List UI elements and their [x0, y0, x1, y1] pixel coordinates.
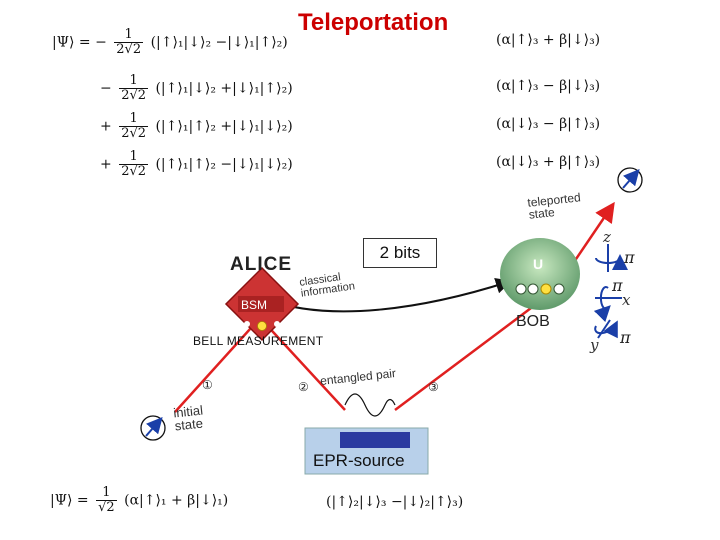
bob-state-row-4: (α|↓⟩₃ + β|↑⟩₃) — [496, 154, 601, 170]
psi-lhs: |Ψ⟩ = − — [52, 34, 107, 51]
particle-3-label: ③ — [428, 380, 439, 394]
bell-measurement-label: BELL MEASUREMENT — [193, 334, 324, 348]
bits-label: 2 bits — [363, 238, 437, 268]
beam-epr-to-bob — [394, 289, 556, 411]
bob-device — [500, 238, 580, 310]
axis-y-rotation — [594, 320, 618, 339]
initial-lhs: |Ψ⟩ = — [50, 492, 89, 509]
rotation-axes — [593, 244, 628, 339]
alice-label: ALICE — [230, 254, 292, 275]
beam-initial-to-alice — [174, 317, 261, 413]
alice-bsm-device — [224, 266, 300, 342]
teleported-state-indicator — [617, 167, 643, 193]
axis-z-rotation — [595, 254, 628, 271]
axis-x-rotation — [593, 286, 611, 323]
bell-state: (|↑⟩₁|↑⟩₂ −|↓⟩₁|↓⟩₂) — [155, 156, 293, 173]
epr-source-label: EPR-source — [313, 451, 405, 470]
pi-y-label: π — [620, 328, 631, 347]
initial-state-equation: |Ψ⟩ = 1√2 (α|↑⟩₁ + β|↓⟩₁) — [50, 486, 228, 515]
epr-state-equation: (|↑⟩₂|↓⟩₃ −|↓⟩₂|↑⟩₃) — [326, 494, 464, 510]
row-sign: + — [100, 118, 112, 135]
page-title: Teleportation — [296, 9, 451, 37]
axis-x-label: x — [622, 291, 631, 309]
beam-epr-to-alice — [261, 319, 346, 411]
particle-2-label: ② — [298, 380, 309, 394]
bell-state: (|↑⟩₁|↓⟩₂ +|↓⟩₁|↑⟩₂) — [155, 80, 293, 97]
bob-state-row-3: (α|↓⟩₃ − β|↑⟩₃) — [496, 116, 601, 132]
entangled-wave — [344, 393, 396, 417]
bell-state: (|↑⟩₁|↓⟩₂ −|↓⟩₁|↑⟩₂) — [150, 34, 288, 51]
row-sign: − — [100, 80, 112, 97]
axis-z-label: z — [603, 228, 611, 246]
particle-1-label: ① — [202, 378, 213, 392]
bob-state-row-1: (α|↑⟩₃ + β|↓⟩₃) — [496, 32, 601, 48]
coefficient: 1√2 — [96, 485, 117, 515]
axis-y-line — [597, 319, 611, 339]
bob-state-row-2: (α|↑⟩₃ − β|↓⟩₃) — [496, 78, 601, 94]
pi-z-label: π — [624, 248, 635, 267]
initial-state-indicator — [140, 415, 166, 441]
bob-label: BOB — [516, 313, 550, 330]
pi-x-label: π — [612, 276, 623, 295]
row-sign: + — [100, 156, 112, 173]
initial-state: (α|↑⟩₁ + β|↓⟩₁) — [124, 492, 229, 509]
bob-u-label: U — [533, 256, 544, 272]
axis-y-label: y — [590, 336, 599, 354]
epr-source-device — [304, 427, 429, 475]
bsm-label: BSM — [241, 298, 268, 312]
bell-state: (|↑⟩₁|↑⟩₂ +|↓⟩₁|↓⟩₂) — [155, 118, 293, 135]
